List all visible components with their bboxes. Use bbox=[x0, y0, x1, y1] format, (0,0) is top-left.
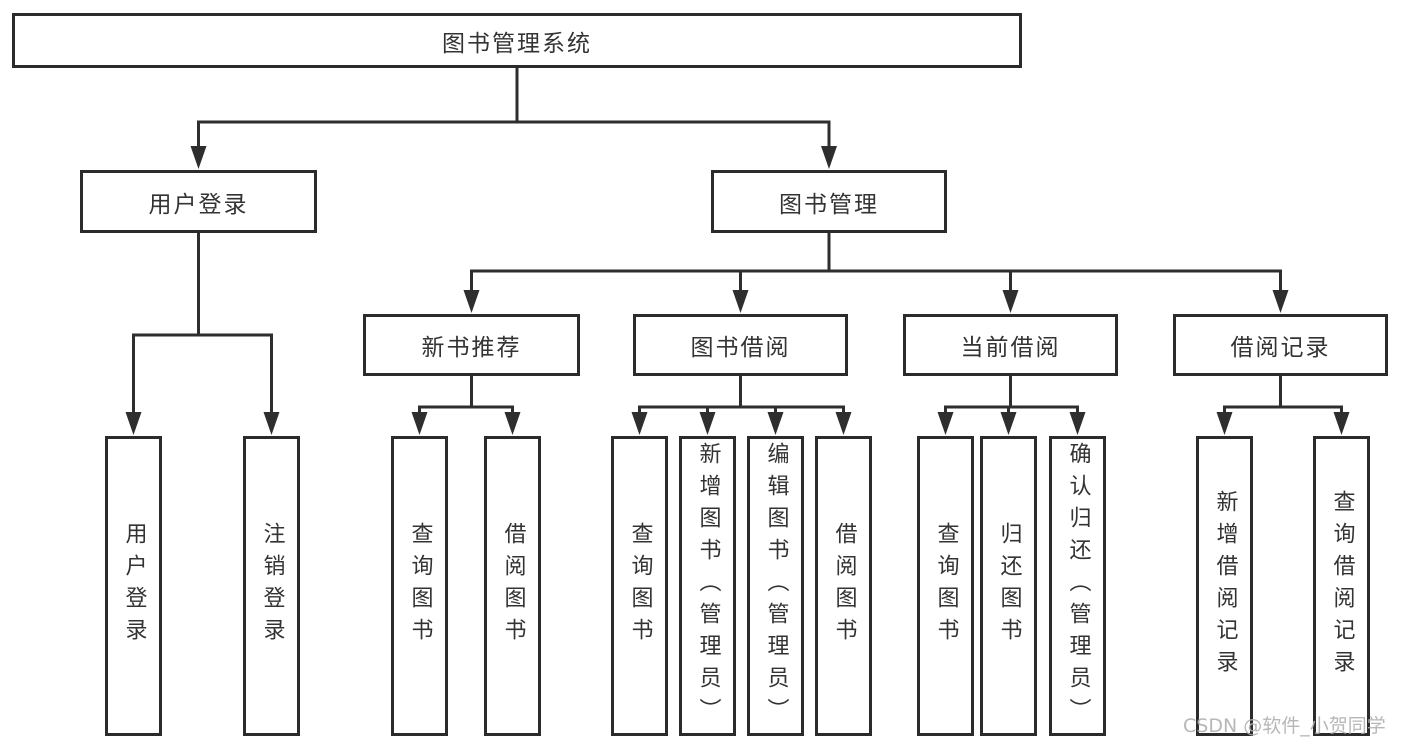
arrowhead-icon bbox=[463, 290, 480, 313]
arrowhead-icon bbox=[631, 412, 648, 435]
node-root: 图书管理系统 bbox=[12, 13, 1022, 68]
arrowhead-icon bbox=[1272, 290, 1289, 313]
arrowhead-icon bbox=[937, 412, 954, 435]
node-new-book-rec: 新书推荐 bbox=[363, 314, 580, 376]
arrowhead-icon bbox=[821, 146, 837, 169]
arrowhead-icon bbox=[835, 412, 852, 435]
node-user-login: 用户登录 bbox=[80, 170, 317, 233]
node-leaf-cb-query: 查询图书 bbox=[917, 436, 974, 736]
node-leaf-rec-borrow: 借阅图书 bbox=[484, 436, 541, 736]
arrowhead-icon bbox=[1069, 412, 1086, 435]
arrowhead-icon bbox=[767, 412, 784, 435]
node-leaf-bb-borrow: 借阅图书 bbox=[815, 436, 872, 736]
arrowhead-icon bbox=[732, 290, 749, 313]
arrowhead-icon bbox=[1000, 412, 1017, 435]
node-book-borrow: 图书借阅 bbox=[633, 314, 848, 376]
arrowhead-icon bbox=[125, 412, 142, 435]
arrowhead-icon bbox=[411, 412, 428, 435]
node-leaf-rec-query: 查询图书 bbox=[391, 436, 448, 736]
arrowhead-icon bbox=[1333, 412, 1350, 435]
arrowhead-icon bbox=[1216, 412, 1233, 435]
node-leaf-logout: 注销登录 bbox=[243, 436, 300, 736]
node-current-borrow: 当前借阅 bbox=[903, 314, 1118, 376]
node-leaf-cb-confirm: 确认归还（管理员） bbox=[1049, 436, 1106, 736]
node-book-mgmt: 图书管理 bbox=[711, 170, 947, 233]
node-leaf-br-add: 新增借阅记录 bbox=[1196, 436, 1253, 736]
node-borrow-records: 借阅记录 bbox=[1173, 314, 1388, 376]
node-leaf-bb-query: 查询图书 bbox=[611, 436, 668, 736]
arrowhead-icon bbox=[263, 412, 280, 435]
node-leaf-bb-add: 新增图书（管理员） bbox=[679, 436, 736, 736]
node-leaf-user-login: 用户登录 bbox=[105, 436, 162, 736]
arrowhead-icon bbox=[504, 412, 521, 435]
arrowhead-icon bbox=[190, 146, 207, 169]
watermark-text: CSDN @软件_小贺同学 bbox=[1183, 715, 1386, 737]
node-leaf-br-query: 查询借阅记录 bbox=[1313, 436, 1370, 736]
node-leaf-bb-edit: 编辑图书（管理员） bbox=[747, 436, 804, 736]
node-leaf-cb-return: 归还图书 bbox=[980, 436, 1037, 736]
arrowhead-icon bbox=[1002, 290, 1019, 313]
arrowhead-icon bbox=[699, 412, 716, 435]
